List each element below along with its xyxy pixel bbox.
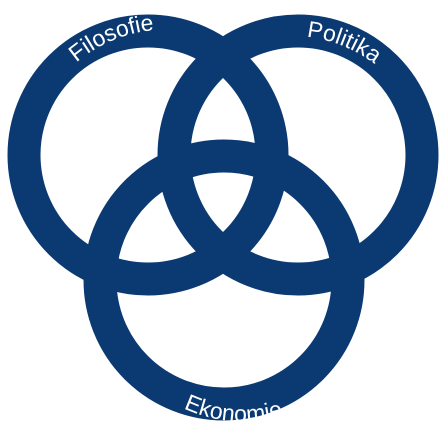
- ring-ekonomie: [83, 139, 365, 421]
